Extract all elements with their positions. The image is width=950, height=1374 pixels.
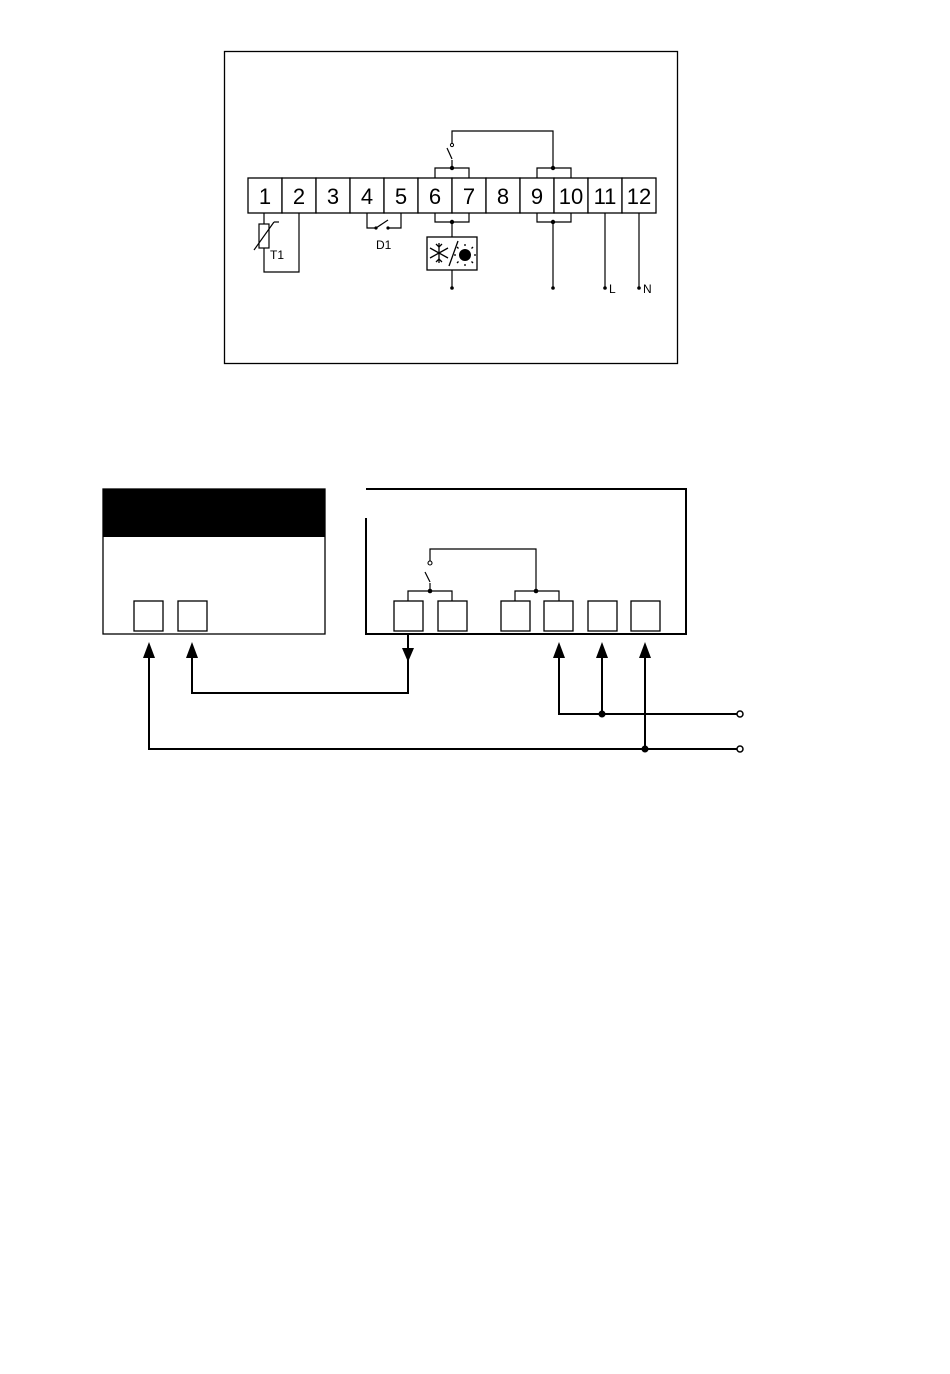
relay-contact [425,572,430,582]
connection-diagram [103,489,743,753]
terminal-number: 2 [293,184,305,209]
controller-terminal [588,601,617,631]
digital-input-label: D1 [376,238,392,252]
left-device-header [103,489,325,537]
controller-terminal [501,601,530,631]
left-device-terminal [134,601,163,631]
controller-terminal [631,601,660,631]
external-wiring [143,634,743,753]
terminal-number: 1 [259,184,271,209]
terminal-number: 3 [327,184,339,209]
controller-terminal [438,601,467,631]
neutral-label: N [643,282,652,296]
terminal-number: 11 [594,184,617,209]
terminal-number: 10 [559,184,583,209]
line-label: L [609,282,616,296]
terminal-number: 9 [531,184,543,209]
sensor-label: T1 [270,248,284,262]
terminal-number: 12 [627,184,651,209]
terminal-number: 8 [497,184,509,209]
terminal-number: 4 [361,184,373,209]
arrow-up-icon [596,642,608,658]
supply-terminal [737,746,743,752]
terminal-number: 5 [395,184,407,209]
left-device-terminal [178,601,207,631]
arrow-up-icon [553,642,565,658]
arrow-down-icon [402,648,414,662]
left-device [103,489,325,634]
arrow-up-icon [639,642,651,658]
terminal-strip: 1 2 3 4 5 6 7 8 9 10 11 12 [248,178,656,213]
cool-heat-mode [427,237,477,270]
arrow-up-icon [143,642,155,658]
controller-terminal [394,601,423,631]
controller-terminal [544,601,573,631]
terminal-number: 7 [463,184,475,209]
arrow-up-icon [186,642,198,658]
supply-terminal [737,711,743,717]
terminal-diagram: 1 2 3 4 5 6 7 8 9 10 11 12 T1 [225,52,678,364]
controller-device [366,489,686,634]
terminal-number: 6 [429,184,441,209]
